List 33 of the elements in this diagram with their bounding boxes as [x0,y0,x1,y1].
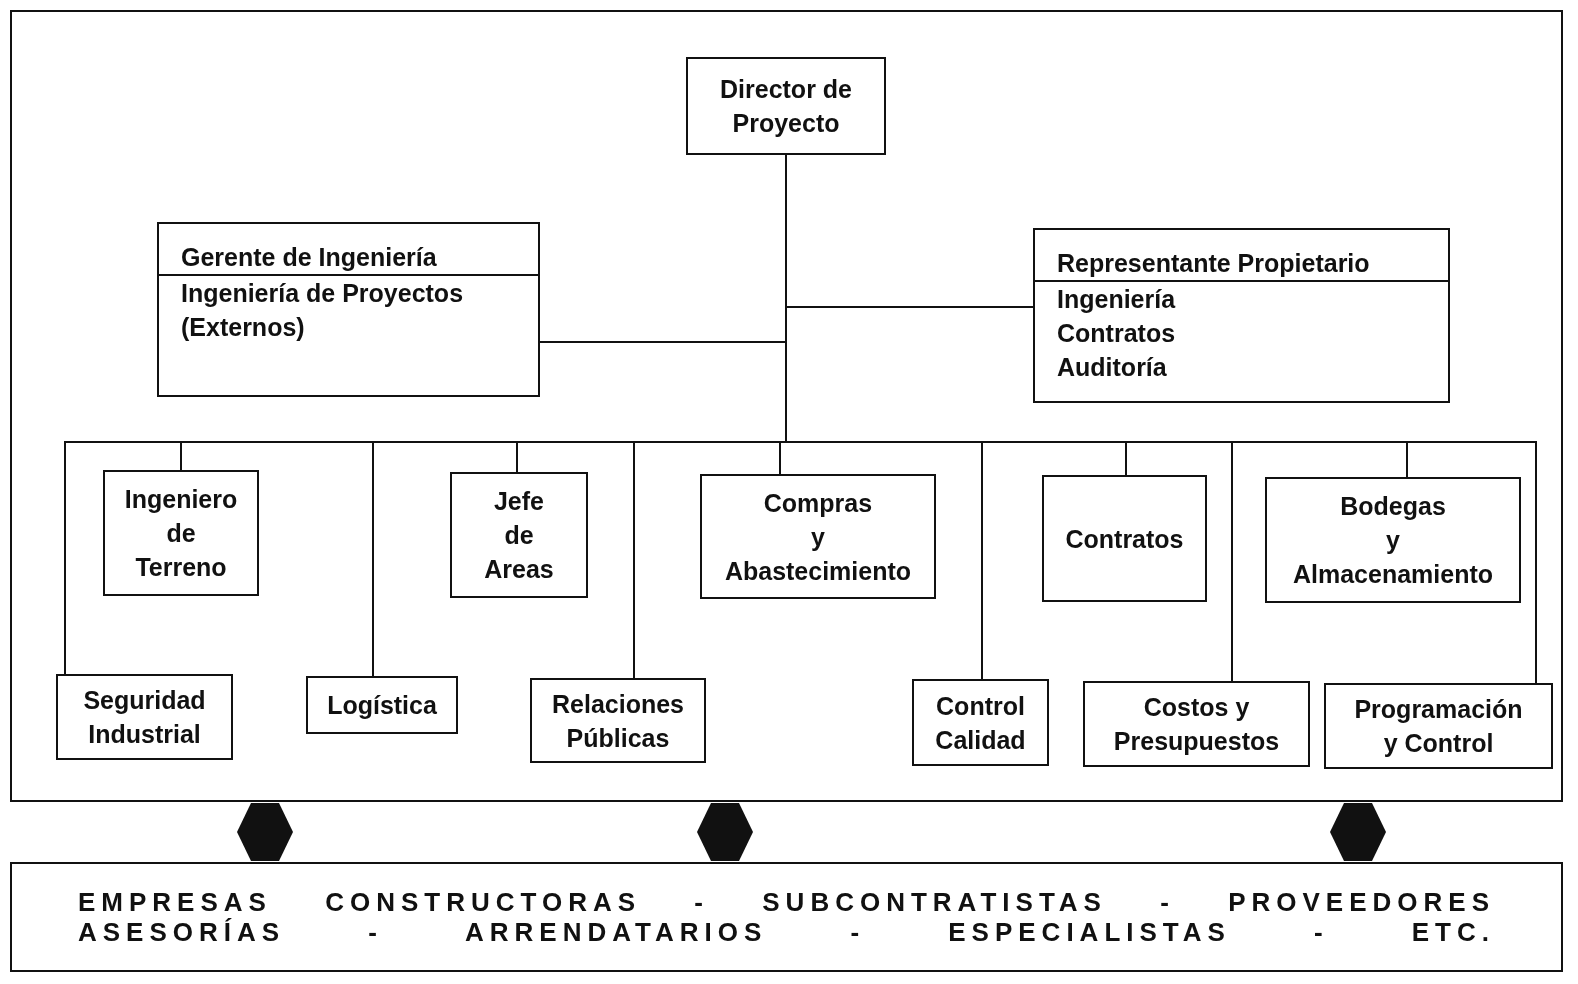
box-label: Bodegas y Almacenamiento [1292,491,1494,590]
box-label: Logística [327,690,437,721]
footer-box [10,862,1563,972]
org-box [686,57,886,155]
org-box [1265,477,1521,603]
org-box [306,676,458,734]
org-box [56,674,233,760]
org-box [1042,475,1207,602]
org-box [1324,683,1553,769]
box-label: Seguridad Industrial [82,685,207,750]
box-heading: Representante Propietario [1035,230,1448,282]
box-label: Costos y Presupuestos [1112,692,1281,757]
box-label: Control Calidad [934,690,1027,756]
box-label: Programación y Control [1353,694,1524,759]
frame-box [10,10,1563,802]
box-text: Ingeniería de Proyectos (Externos) [180,278,465,343]
box-label: Compras y Abastecimiento [724,487,912,587]
box-text: Ingeniería Contratos Auditoría [1056,284,1177,383]
box-label: Ingeniero de Terreno [124,484,238,583]
org-box [1083,681,1310,767]
box-label: Jefe de Areas [484,486,554,585]
org-box [912,679,1049,766]
box-label: Director de Proyecto [719,74,853,139]
box-label: Contratos [1065,523,1184,555]
org-box [450,472,588,598]
org-box [157,222,540,397]
org-box [700,474,936,599]
box-heading: Gerente de Ingeniería [159,224,538,276]
box-label: Relaciones Públicas [551,688,685,754]
org-box [530,678,706,763]
org-box [103,470,259,596]
org-box [1033,228,1450,403]
box-label: EMPRESAS CONSTRUCTORAS - SUBCONTRATISTAS - PROVEEDORES ASESORÍAS - ARRENDATARIOS - ESPECIALISTAS - ETC. [78,887,1495,947]
